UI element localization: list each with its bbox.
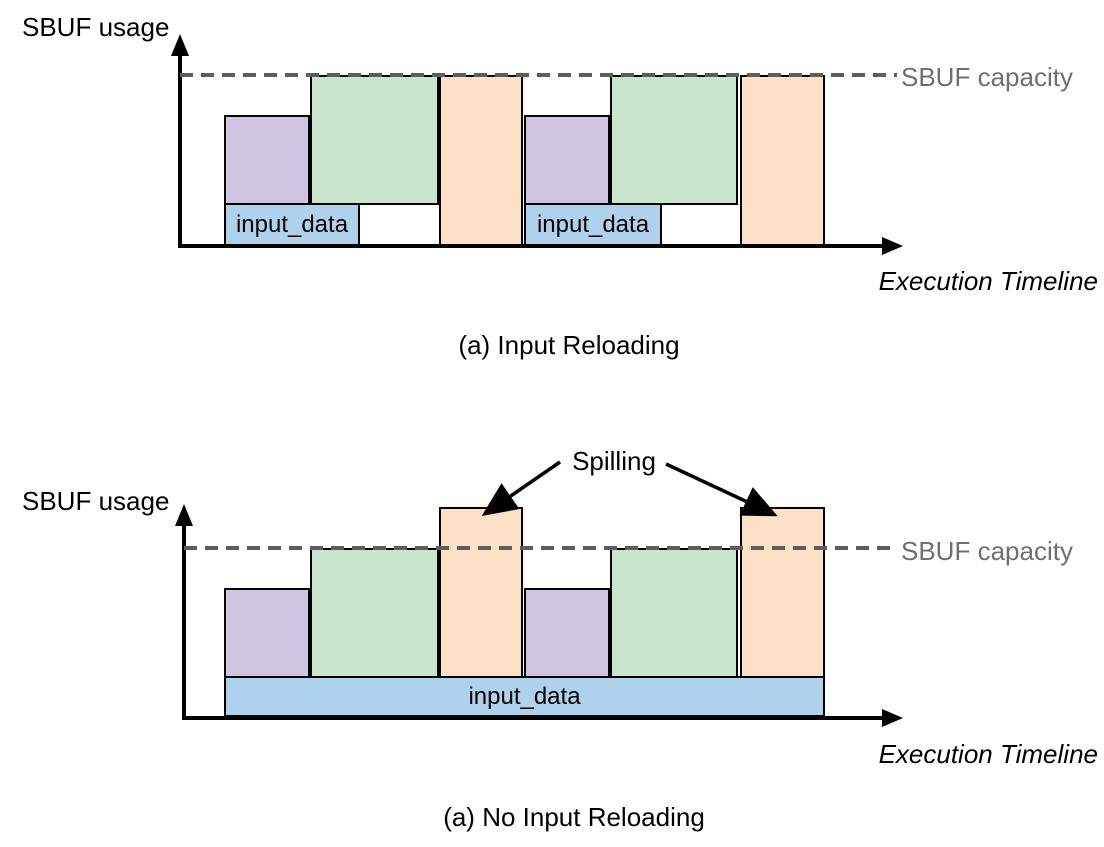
bottom-x-axis-line (182, 716, 884, 720)
bottom-panel-caption: (a) No Input Reloading (443, 802, 705, 832)
orange-spill-2 (740, 507, 825, 678)
input-data-block-2: input_data (524, 203, 662, 246)
top-y-axis-label: SBUF usage (22, 12, 170, 42)
top-y-axis-line (178, 44, 182, 248)
input-data-label: input_data (536, 210, 650, 238)
input-data-label: input_data (468, 682, 581, 710)
top-sbuf-capacity-dashed-line (180, 73, 897, 77)
top-y-axis-arrowhead-icon (171, 34, 189, 56)
top-sbuf-capacity-label: SBUF capacity (901, 62, 1073, 92)
bottom-sbuf-capacity-dashed-line (184, 546, 895, 550)
top-x-axis-line (178, 244, 884, 248)
input-data-label: input_data (235, 210, 349, 238)
bottom-y-axis-arrowhead-icon (175, 504, 193, 526)
input-data-block: input_data (224, 676, 825, 717)
purple-block-1 (224, 115, 310, 205)
bottom-x-axis-arrowhead-icon (882, 709, 903, 727)
top-panel-caption: (a) Input Reloading (458, 330, 680, 360)
orange-block-1 (439, 75, 523, 246)
input-data-block-1: input_data (224, 203, 360, 246)
bottom-y-axis-label: SBUF usage (22, 486, 170, 516)
purple-block-1 (224, 588, 310, 678)
bottom-sbuf-capacity-label: SBUF capacity (901, 536, 1073, 566)
green-block-1 (310, 548, 439, 678)
green-block-2 (610, 75, 738, 205)
bottom-y-axis-line (182, 514, 186, 718)
orange-block-2 (740, 75, 825, 246)
purple-block-2 (524, 115, 610, 205)
top-x-axis-arrowhead-icon (882, 237, 903, 255)
top-x-axis-title: Execution Timeline (878, 266, 1098, 296)
spilling-annotation-label: Spilling (572, 446, 656, 476)
green-block-1 (310, 75, 439, 205)
purple-block-2 (524, 588, 610, 678)
orange-spill-1 (439, 507, 523, 678)
bottom-x-axis-title: Execution Timeline (878, 739, 1098, 769)
green-block-2 (610, 548, 738, 678)
